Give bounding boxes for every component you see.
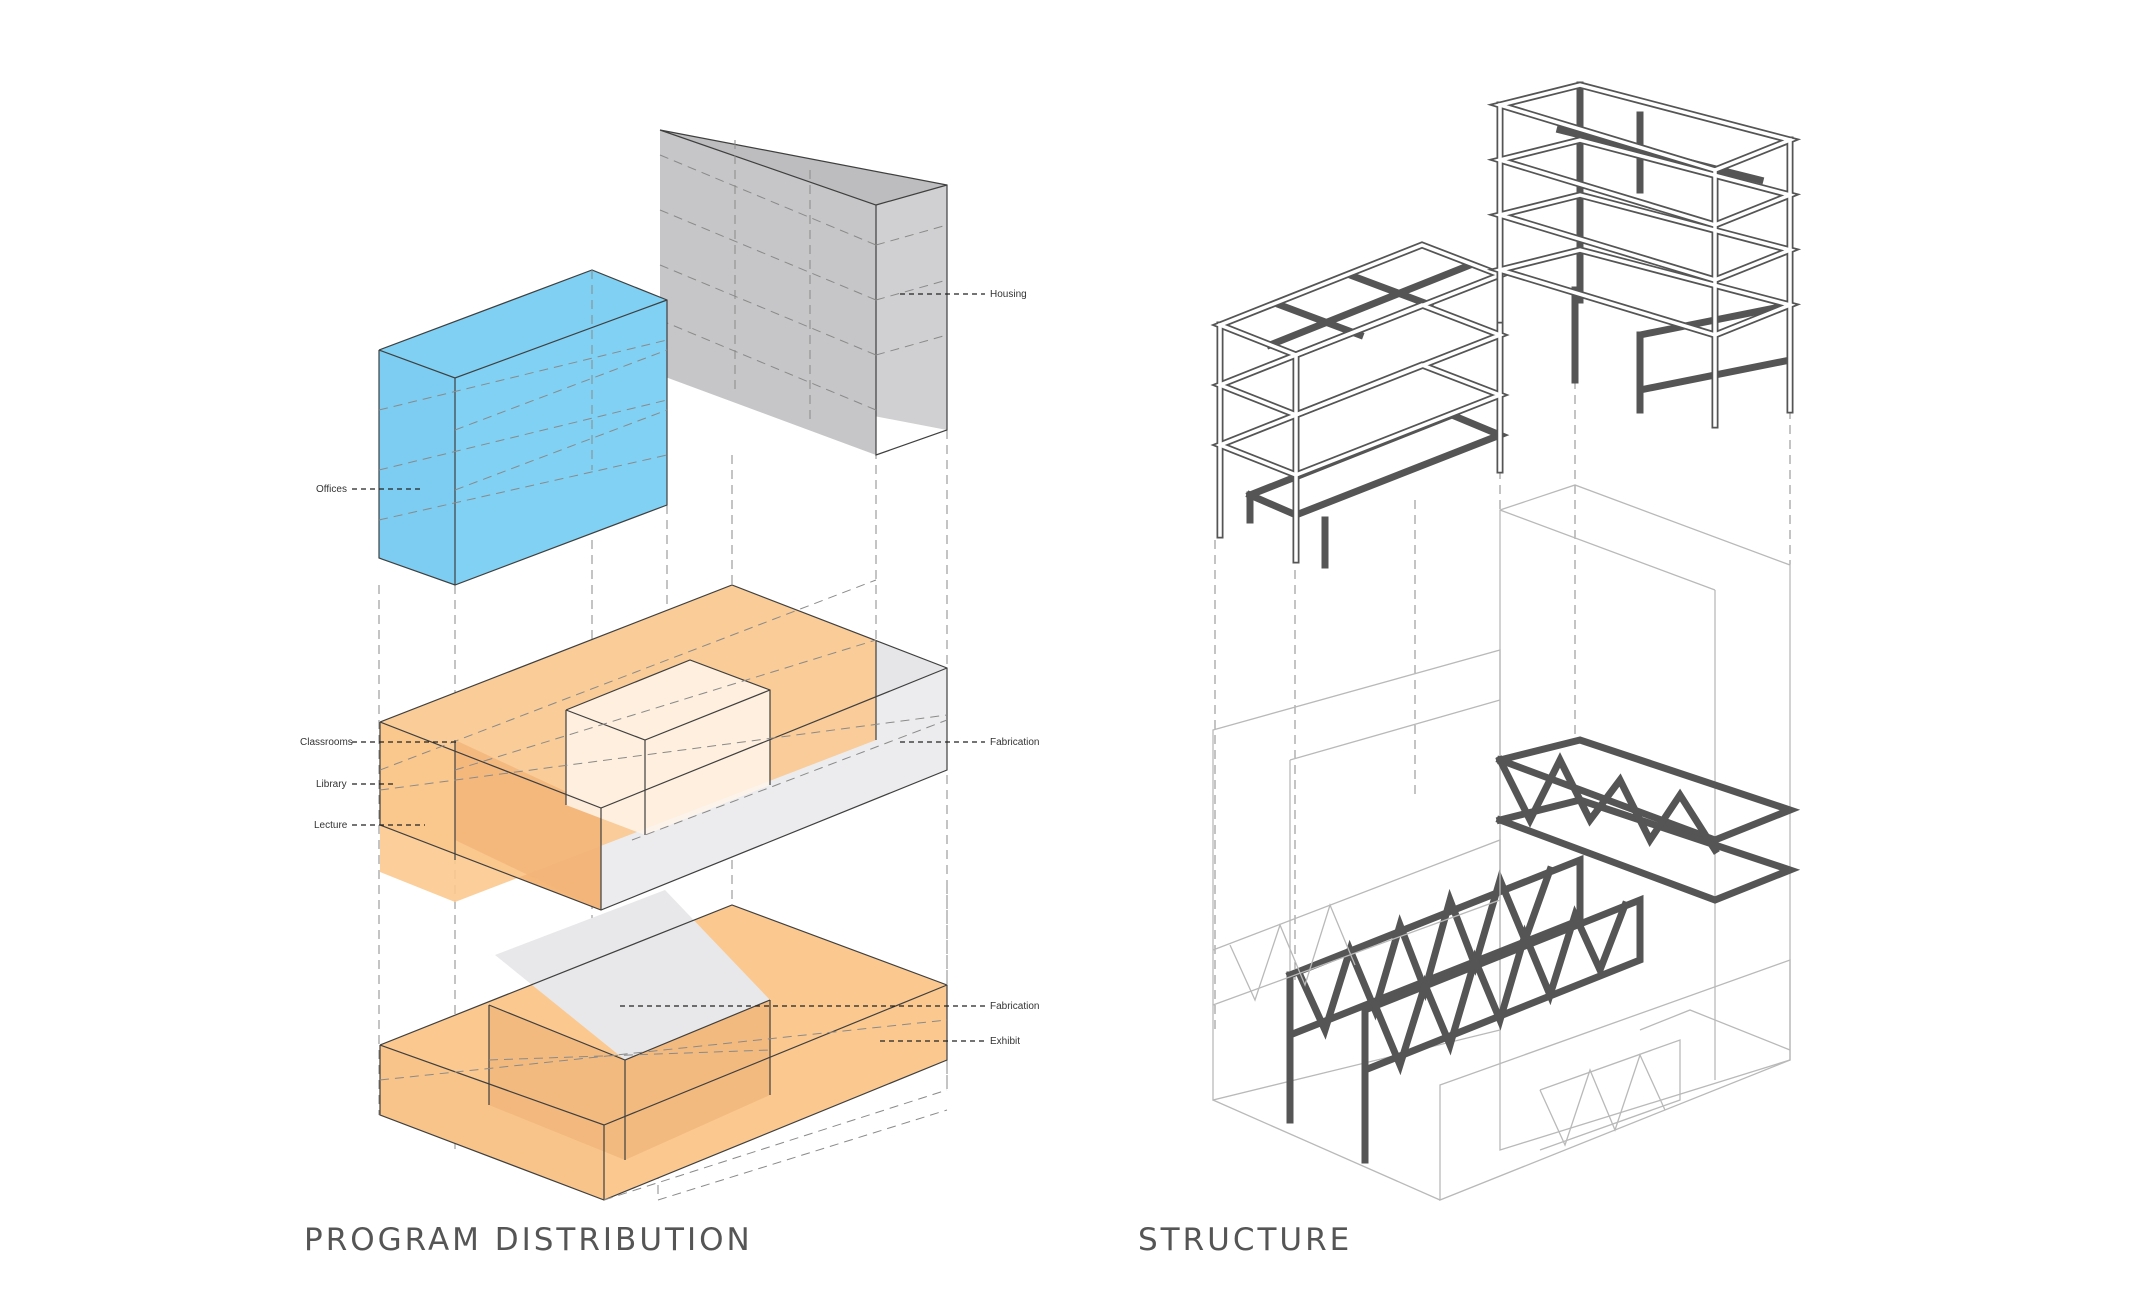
title-structure: STRUCTURE	[1138, 1222, 1353, 1258]
label-offices: Offices	[316, 484, 347, 495]
frame-right	[1486, 81, 1802, 429]
label-lecture: Lecture	[314, 820, 348, 831]
label-exhibit: Exhibit	[990, 1036, 1020, 1047]
trusses	[1212, 736, 1801, 1164]
label-fabrication-mid: Fabrication	[990, 737, 1039, 748]
bottom-level	[379, 890, 948, 1201]
label-housing: Housing	[990, 289, 1027, 300]
label-fabrication-bottom: Fabrication	[990, 1001, 1039, 1012]
labels: Offices Housing Classrooms Library Lectu…	[300, 289, 1039, 1047]
label-classrooms: Classrooms	[300, 737, 353, 748]
offices-block	[378, 269, 668, 586]
label-library: Library	[316, 779, 347, 790]
frame-left	[1210, 241, 1510, 569]
middle-level	[379, 579, 948, 911]
title-program-distribution: PROGRAM DISTRIBUTION	[304, 1222, 753, 1258]
housing-block	[659, 129, 948, 456]
leader-lines	[352, 293, 985, 1042]
structure-drawing	[1210, 81, 1802, 1201]
